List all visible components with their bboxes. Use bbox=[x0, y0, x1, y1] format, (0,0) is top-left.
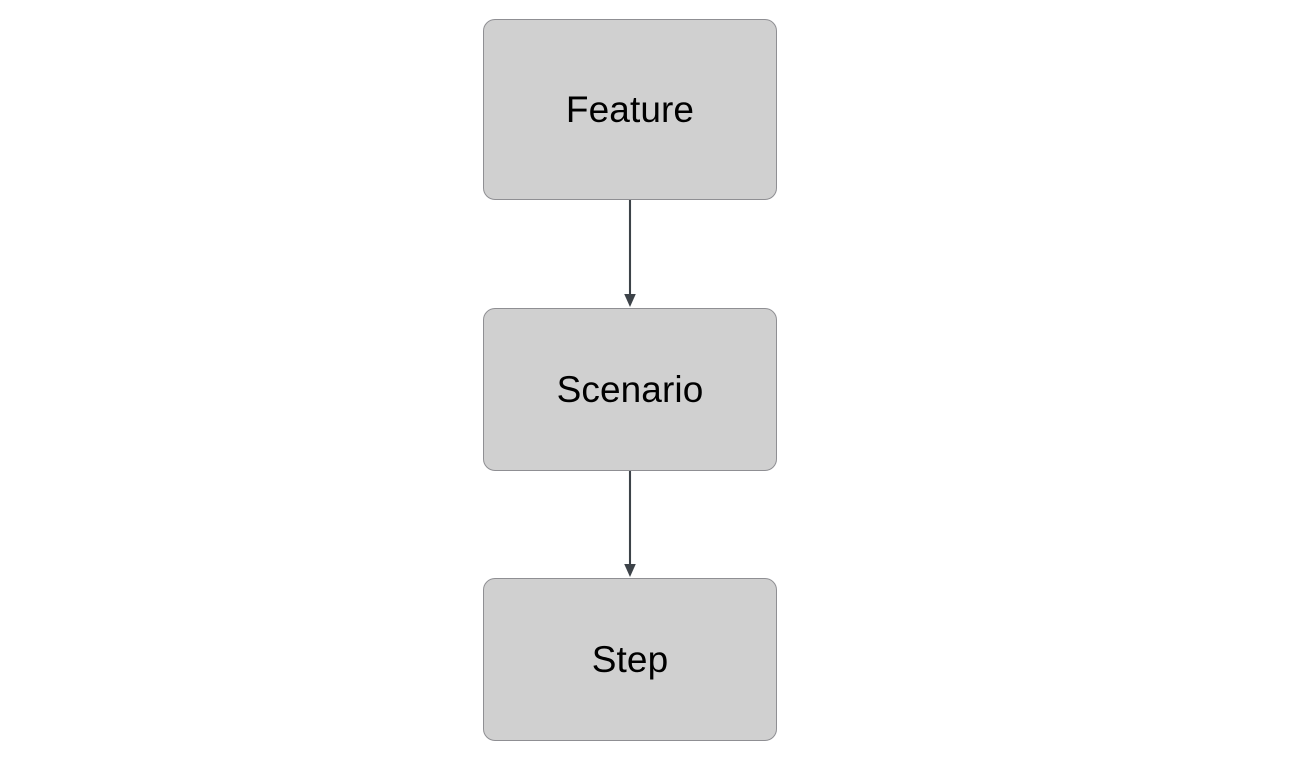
node-feature-label: Feature bbox=[565, 89, 695, 130]
arrow-head-icon bbox=[624, 294, 636, 307]
node-step[interactable]: Step bbox=[483, 578, 777, 741]
node-feature[interactable]: Feature bbox=[483, 19, 777, 200]
edge-scenario-to-step bbox=[624, 471, 636, 577]
node-scenario-label: Scenario bbox=[556, 369, 704, 410]
arrow-head-icon bbox=[624, 564, 636, 577]
node-step-label: Step bbox=[591, 639, 669, 680]
edge-feature-to-scenario bbox=[624, 200, 636, 307]
node-scenario[interactable]: Scenario bbox=[483, 308, 777, 471]
